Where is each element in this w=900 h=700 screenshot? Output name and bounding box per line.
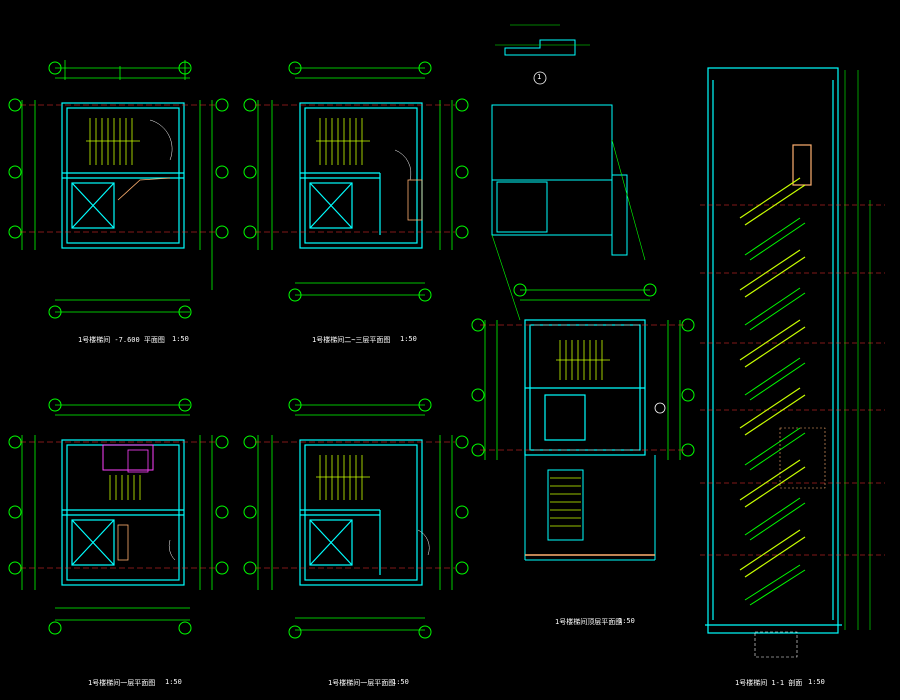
- plan-floor-2-3: [243, 61, 469, 302]
- section-1-1: [700, 67, 885, 658]
- drawing-scale-basement: 1:50: [172, 335, 189, 343]
- roof-plan: [491, 104, 646, 321]
- drawing-scale-floor-2-3: 1:50: [400, 335, 417, 343]
- roof-detail: [495, 24, 590, 85]
- drawing-title-basement: 1号楼梯间 -7.600 平面图: [78, 336, 165, 344]
- drawing-title-floor-1-b: 1号楼梯间一层平面图: [328, 679, 396, 687]
- drawing-title-section: 1号楼梯间 1-1 剖面: [735, 679, 803, 687]
- plan-basement: [8, 60, 229, 319]
- section-marker-label: 1: [537, 73, 542, 81]
- drawing-title-floor-2-3: 1号楼梯间二~三层平面图: [312, 336, 391, 344]
- drawing-scale-floor-1-b: 1:50: [392, 678, 409, 686]
- drawing-title-floor-1-a: 1号楼梯间一层平面图: [88, 679, 156, 687]
- drawing-title-top-floor: 1号楼梯间顶层平面图: [555, 618, 623, 626]
- drawing-scale-top-floor: 1:50: [618, 617, 635, 625]
- plan-floor-1-b: [243, 398, 469, 639]
- drawing-scale-floor-1-a: 1:50: [165, 678, 182, 686]
- plan-floor-1-a: [8, 398, 229, 635]
- plan-top-floor: [471, 283, 695, 561]
- drawing-scale-section: 1:50: [808, 678, 825, 686]
